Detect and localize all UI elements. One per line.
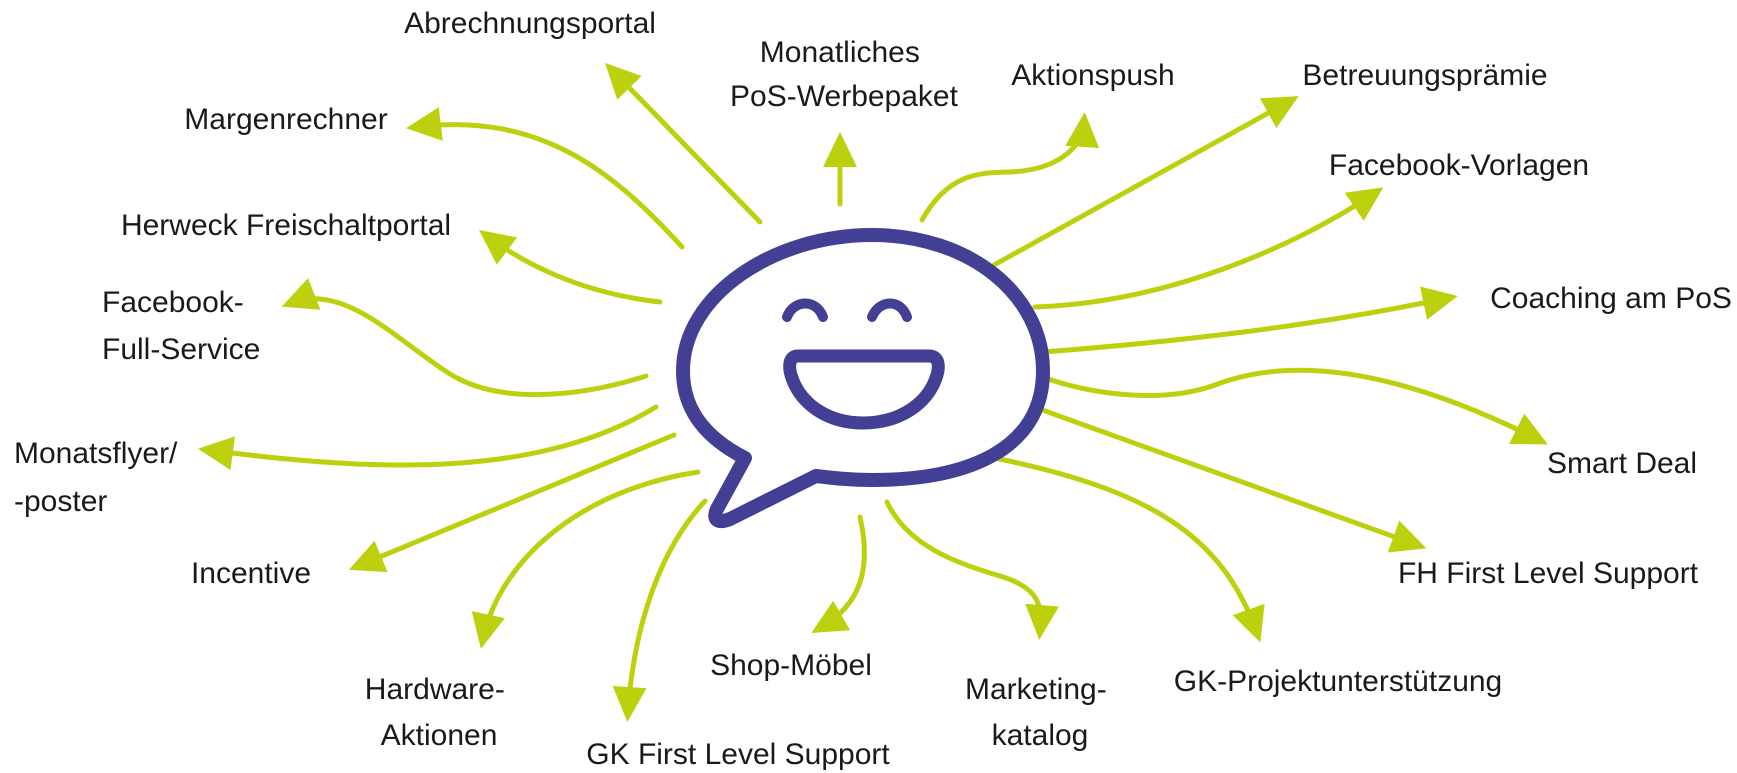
arrow-monatsflyer-poster bbox=[198, 404, 659, 471]
label-abrechnungsportal: Abrechnungsportal bbox=[404, 7, 656, 40]
label-aktionspush: Aktionspush bbox=[1011, 59, 1174, 92]
arrow-facebook-vorlagen bbox=[1032, 187, 1384, 310]
arrow-shop-moebel bbox=[811, 514, 867, 633]
label-smart-deal: Smart Deal bbox=[1547, 447, 1697, 480]
label-fh-first-level-support: FH First Level Support bbox=[1398, 557, 1699, 590]
label-betreuungspraemie: Betreuungsprämie bbox=[1302, 59, 1547, 92]
label-facebook-vorlagen: Facebook-Vorlagen bbox=[1329, 149, 1589, 182]
label-hardware-aktionen: Hardware- Aktionen bbox=[365, 673, 513, 752]
label-coaching-am-pos: Coaching am PoS bbox=[1490, 282, 1732, 315]
right-eye bbox=[867, 298, 912, 322]
label-monatliches-pos-werbepaket: Monatliches PoS-Werbepaket bbox=[730, 36, 959, 113]
label-shop-moebel: Shop-Möbel bbox=[710, 649, 872, 682]
arrow-hardware-aktionen bbox=[471, 469, 701, 649]
arrow-gk-projektunterstuetzung bbox=[992, 455, 1265, 643]
arrow-aktionspush bbox=[919, 112, 1100, 223]
label-margenrechner: Margenrechner bbox=[184, 103, 387, 136]
labels-group: Abrechnungsportal Monatliches PoS-Werbep… bbox=[14, 7, 1732, 771]
smiling-speech-bubble-icon bbox=[676, 228, 1050, 529]
arrow-marketing-katalog bbox=[884, 499, 1060, 640]
speech-bubble-outline bbox=[676, 228, 1050, 529]
label-facebook-full-service: Facebook- Full-Service bbox=[102, 286, 260, 366]
arrows-group bbox=[198, 62, 1548, 722]
smile-mouth bbox=[783, 349, 945, 430]
arrow-gk-first-level-support bbox=[612, 498, 708, 722]
arrow-herweck-freischaltportal bbox=[478, 230, 663, 305]
arrow-facebook-full-service bbox=[281, 278, 649, 398]
label-monatsflyer-poster: Monatsflyer/ -poster bbox=[14, 437, 186, 518]
arrow-margenrechner bbox=[406, 107, 685, 250]
arrow-betreuungspraemie bbox=[991, 96, 1299, 268]
arrow-coaching-am-pos bbox=[1040, 286, 1458, 355]
arrow-smart-deal bbox=[1040, 367, 1548, 445]
arrow-incentive bbox=[348, 432, 677, 573]
label-marketing-katalog: Marketing- katalog bbox=[965, 673, 1115, 752]
label-gk-first-level-support: GK First Level Support bbox=[586, 738, 890, 771]
arrow-abrechnungsportal bbox=[605, 62, 763, 225]
left-eye bbox=[782, 298, 828, 322]
label-gk-projektunterstuetzung: GK-Projektunterstützung bbox=[1174, 665, 1503, 698]
arrow-fh-first-level-support bbox=[1031, 404, 1427, 553]
label-incentive: Incentive bbox=[191, 557, 311, 590]
label-herweck-freischaltportal: Herweck Freischaltportal bbox=[121, 209, 451, 242]
